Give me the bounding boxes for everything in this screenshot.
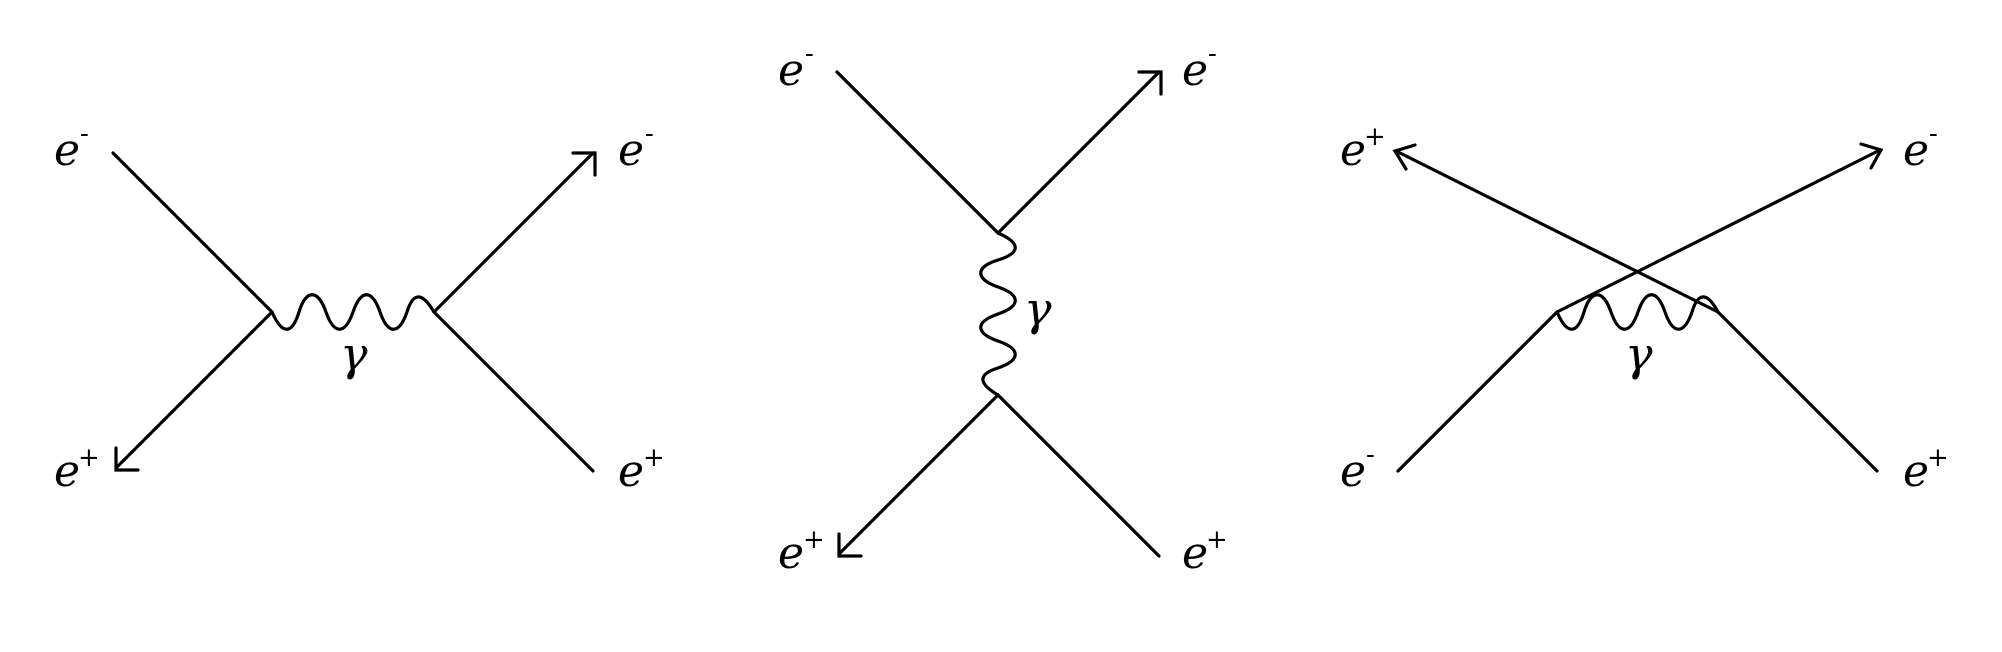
electron-in-line bbox=[1396, 310, 1559, 473]
label-electron-in-charge: - bbox=[805, 39, 814, 69]
electron-out-line bbox=[996, 70, 1161, 235]
electron-out-arrowhead bbox=[1859, 142, 1884, 170]
photon-wavy-line bbox=[979, 231, 1017, 397]
label-photon: γ bbox=[1625, 327, 1653, 381]
positron-out-arrowhead bbox=[837, 532, 863, 558]
label-photon: γ bbox=[340, 327, 368, 381]
photon-wavy-line bbox=[1555, 293, 1720, 331]
label-electron-in-charge: - bbox=[80, 119, 89, 149]
electron-out-line bbox=[1555, 148, 1882, 314]
label-positron-out-charge: + bbox=[78, 443, 100, 473]
label-electron-out-charge: - bbox=[645, 119, 654, 149]
diagram-crossed: e + e - e - e + γ bbox=[1340, 119, 1949, 497]
label-electron-in: e bbox=[778, 45, 804, 96]
electron-out-arrowhead bbox=[571, 151, 597, 177]
positron-out-line bbox=[837, 393, 1000, 556]
electron-in-line bbox=[835, 70, 1000, 235]
label-positron-in-charge: + bbox=[643, 443, 665, 473]
label-electron-out-charge: - bbox=[1929, 119, 1938, 149]
positron-out-line bbox=[1394, 149, 1720, 314]
label-electron-out: e bbox=[618, 125, 644, 176]
electron-out-line bbox=[432, 151, 595, 314]
label-electron-out: e bbox=[1903, 125, 1929, 176]
diagram-t-channel: e - e - e + e + γ bbox=[778, 39, 1228, 579]
label-positron-in: e bbox=[1903, 446, 1929, 497]
electron-in-line bbox=[111, 151, 274, 314]
label-positron-out-charge: + bbox=[1364, 122, 1386, 152]
positron-out-arrowhead bbox=[1392, 143, 1417, 171]
label-positron-out-charge: + bbox=[803, 525, 825, 555]
electron-out-arrowhead bbox=[1137, 70, 1163, 96]
label-electron-out: e bbox=[1182, 45, 1208, 96]
label-positron-in: e bbox=[1182, 528, 1208, 579]
label-positron-out: e bbox=[54, 446, 80, 497]
positron-out-arrowhead bbox=[114, 446, 140, 472]
label-photon: γ bbox=[1024, 282, 1052, 336]
label-electron-out-charge: - bbox=[1208, 39, 1217, 69]
positron-out-line bbox=[114, 310, 274, 470]
label-positron-out: e bbox=[1340, 125, 1366, 176]
label-positron-out: e bbox=[778, 528, 804, 579]
label-electron-in-charge: - bbox=[1366, 440, 1375, 470]
label-positron-in-charge: + bbox=[1206, 525, 1228, 555]
positron-in-line bbox=[1716, 310, 1879, 473]
positron-in-line bbox=[432, 310, 595, 473]
label-electron-in: e bbox=[54, 125, 80, 176]
positron-in-line bbox=[996, 393, 1161, 558]
diagram-s-channel: e - e - e + e + γ bbox=[54, 119, 665, 497]
label-electron-in: e bbox=[1340, 446, 1366, 497]
photon-wavy-line bbox=[270, 293, 436, 331]
label-positron-in-charge: + bbox=[1927, 443, 1949, 473]
label-positron-in: e bbox=[618, 446, 644, 497]
